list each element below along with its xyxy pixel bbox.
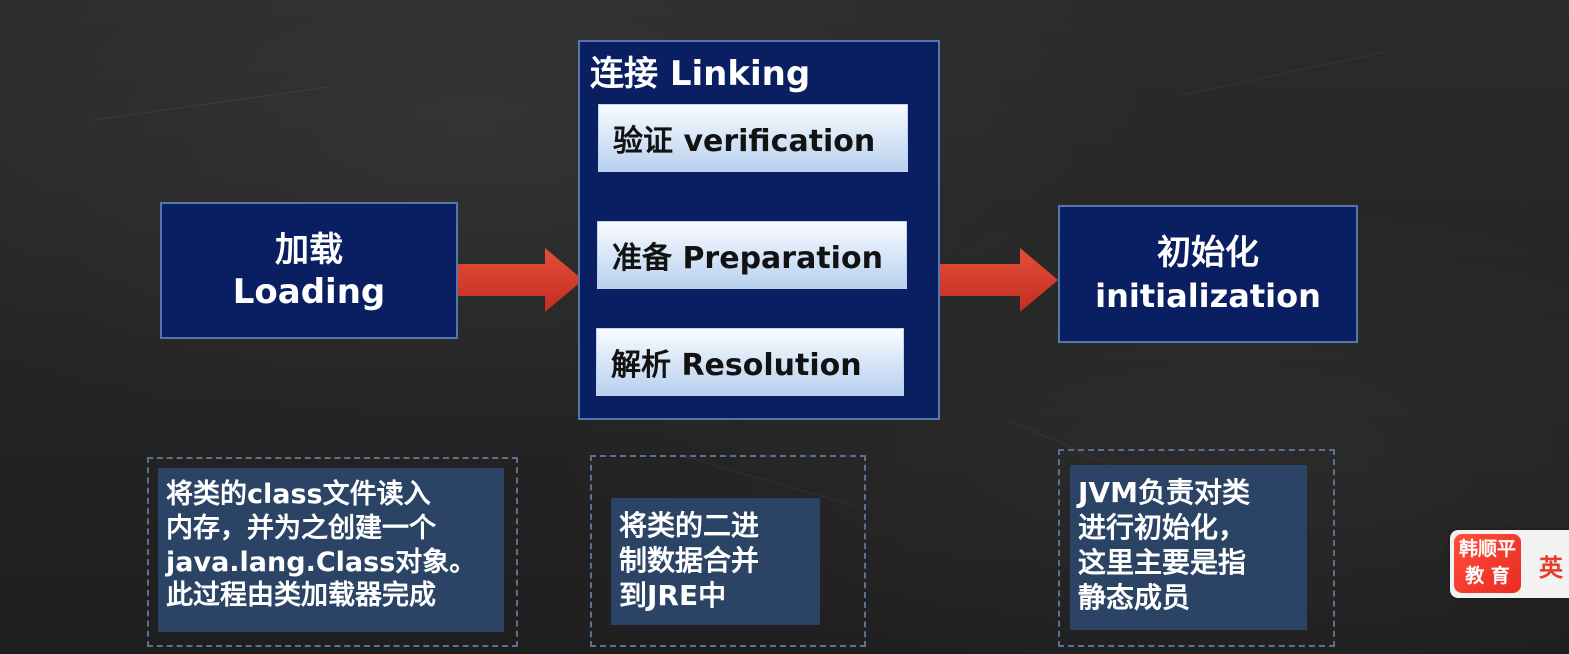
linking-note-frame — [590, 455, 866, 647]
linking-note: 将类的二进 制数据合并 到JRE中 — [611, 498, 820, 625]
linking-title: 连接 Linking — [590, 54, 811, 94]
resolution-step: 解析 Resolution — [596, 328, 904, 396]
loading-note-frame — [147, 457, 518, 647]
resolution-label: 解析 Resolution — [611, 348, 862, 383]
right-arrow-linking-to-initialization — [938, 248, 1058, 312]
initialization-note-frame — [1058, 449, 1335, 647]
language-label[interactable]: 英 — [1539, 554, 1563, 582]
loading-title-cn: 加载 — [275, 230, 343, 270]
initialization-title-en: initialization — [1095, 277, 1321, 315]
initialization-note: JVM负责对类 进行初始化， 这里主要是指 静态成员 — [1070, 465, 1307, 630]
preparation-label: 准备 Preparation — [612, 241, 883, 276]
verification-label: 验证 verification — [613, 124, 876, 159]
brand-badge[interactable]: 韩顺平 教 育 英 — [1450, 530, 1569, 598]
loading-title-en: Loading — [232, 272, 386, 312]
loading-note: 将类的class文件读入 内存，并为之创建一个 java.lang.Class对… — [158, 468, 504, 632]
right-arrow-loading-to-linking — [458, 248, 583, 312]
initialization-title-cn: 初始化 — [1157, 233, 1259, 273]
preparation-step: 准备 Preparation — [597, 221, 907, 289]
brand-logo: 韩顺平 教 育 — [1454, 534, 1521, 593]
loading-box: 加载 Loading — [160, 202, 458, 339]
initialization-box: 初始化 initialization — [1058, 205, 1358, 343]
verification-step: 验证 verification — [598, 104, 908, 172]
